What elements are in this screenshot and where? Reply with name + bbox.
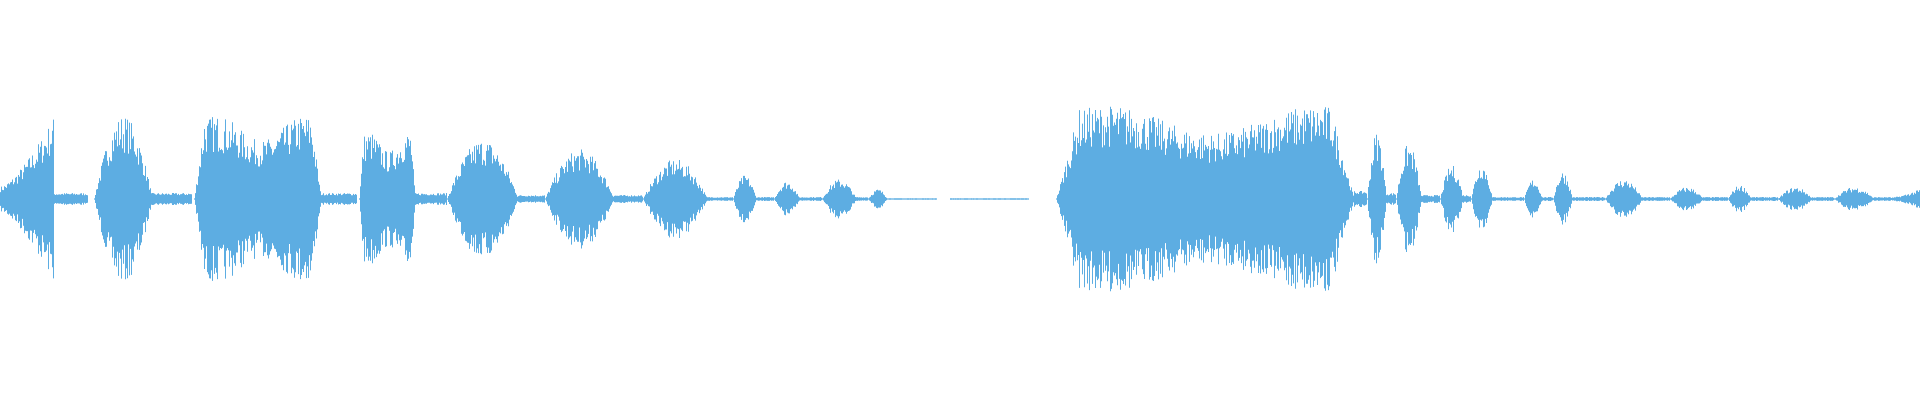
waveform-path xyxy=(0,106,1920,292)
waveform-bars xyxy=(0,106,1920,292)
